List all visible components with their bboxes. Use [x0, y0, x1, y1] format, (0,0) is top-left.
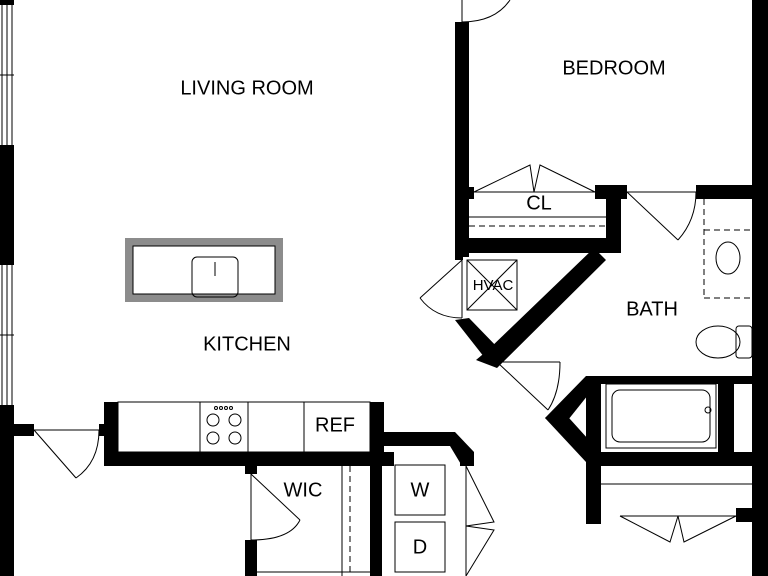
wic-shelf [341, 466, 351, 576]
label-bedroom: BEDROOM [562, 57, 665, 79]
wic-door[interactable] [250, 473, 301, 541]
laundry-doors[interactable] [465, 465, 495, 576]
entry-door[interactable] [33, 429, 100, 479]
bath-secondary-door[interactable] [496, 361, 561, 411]
bedroom-entry-door[interactable] [461, 0, 511, 23]
dryer [394, 521, 446, 573]
bath-top-wall [696, 185, 756, 199]
bathtub [605, 383, 717, 449]
kitchen-counter [117, 401, 371, 453]
window-left-lower [0, 265, 14, 405]
hvac-door[interactable] [419, 259, 463, 319]
tub-top-wall [586, 376, 756, 384]
closet-east-wall [606, 185, 621, 253]
label-dryer: D [413, 536, 427, 558]
kitchen-island [125, 238, 283, 302]
bath-door[interactable] [626, 191, 697, 241]
closet-bottom-wall [455, 238, 617, 253]
bath-sink [715, 241, 741, 275]
tub-east-partition [718, 376, 734, 466]
closet-doors[interactable] [473, 164, 596, 193]
kitchen-counter-right-wall [370, 402, 384, 466]
label-living-room: LIVING ROOM [180, 77, 313, 99]
linen-west-wall [586, 466, 601, 524]
closet-top-stub [595, 185, 627, 199]
vanity-counter [703, 199, 752, 299]
entry-wall-stub-right [99, 424, 107, 436]
label-hvac: HVAC [473, 277, 514, 294]
bedroom-west-wall [455, 22, 469, 257]
east-exterior-wall [752, 0, 768, 576]
label-kitchen: KITCHEN [203, 333, 291, 355]
closet-top-stub-left [466, 187, 474, 199]
stove-icon [206, 406, 242, 445]
label-walk-in-closet: WIC [284, 479, 323, 501]
hvac-west-wall-upper [455, 250, 463, 260]
washer [394, 464, 446, 516]
tub-west-wall [586, 376, 601, 466]
closet-shelf [469, 216, 606, 227]
kitchen-counter-left-wall [104, 402, 118, 466]
tub-corner-wall [545, 408, 598, 462]
linen-east-stub [736, 508, 756, 522]
toilet [695, 325, 753, 359]
window-left-upper [0, 5, 14, 145]
wic-east-wall [370, 452, 382, 576]
hvac-unit [466, 259, 518, 311]
label-bath: BATH [626, 298, 678, 320]
hvac-corner-wall [455, 318, 500, 362]
left-exterior-wall [0, 0, 14, 576]
label-closet: CL [526, 192, 552, 214]
laundry-top-wall [382, 432, 474, 466]
tub-bottom-wall [586, 452, 756, 466]
hvac-diagonal-wall [476, 248, 606, 368]
label-washer: W [411, 479, 430, 501]
wic-west-wall [245, 466, 257, 474]
kitchen-counter-back-wall [104, 452, 394, 466]
wic-west-wall-lower [245, 540, 257, 576]
label-refrigerator: REF [315, 414, 355, 436]
linen-closet-doors[interactable] [619, 515, 737, 543]
laundry-east-stub [460, 452, 474, 466]
entry-wall-stub-left [14, 424, 34, 436]
